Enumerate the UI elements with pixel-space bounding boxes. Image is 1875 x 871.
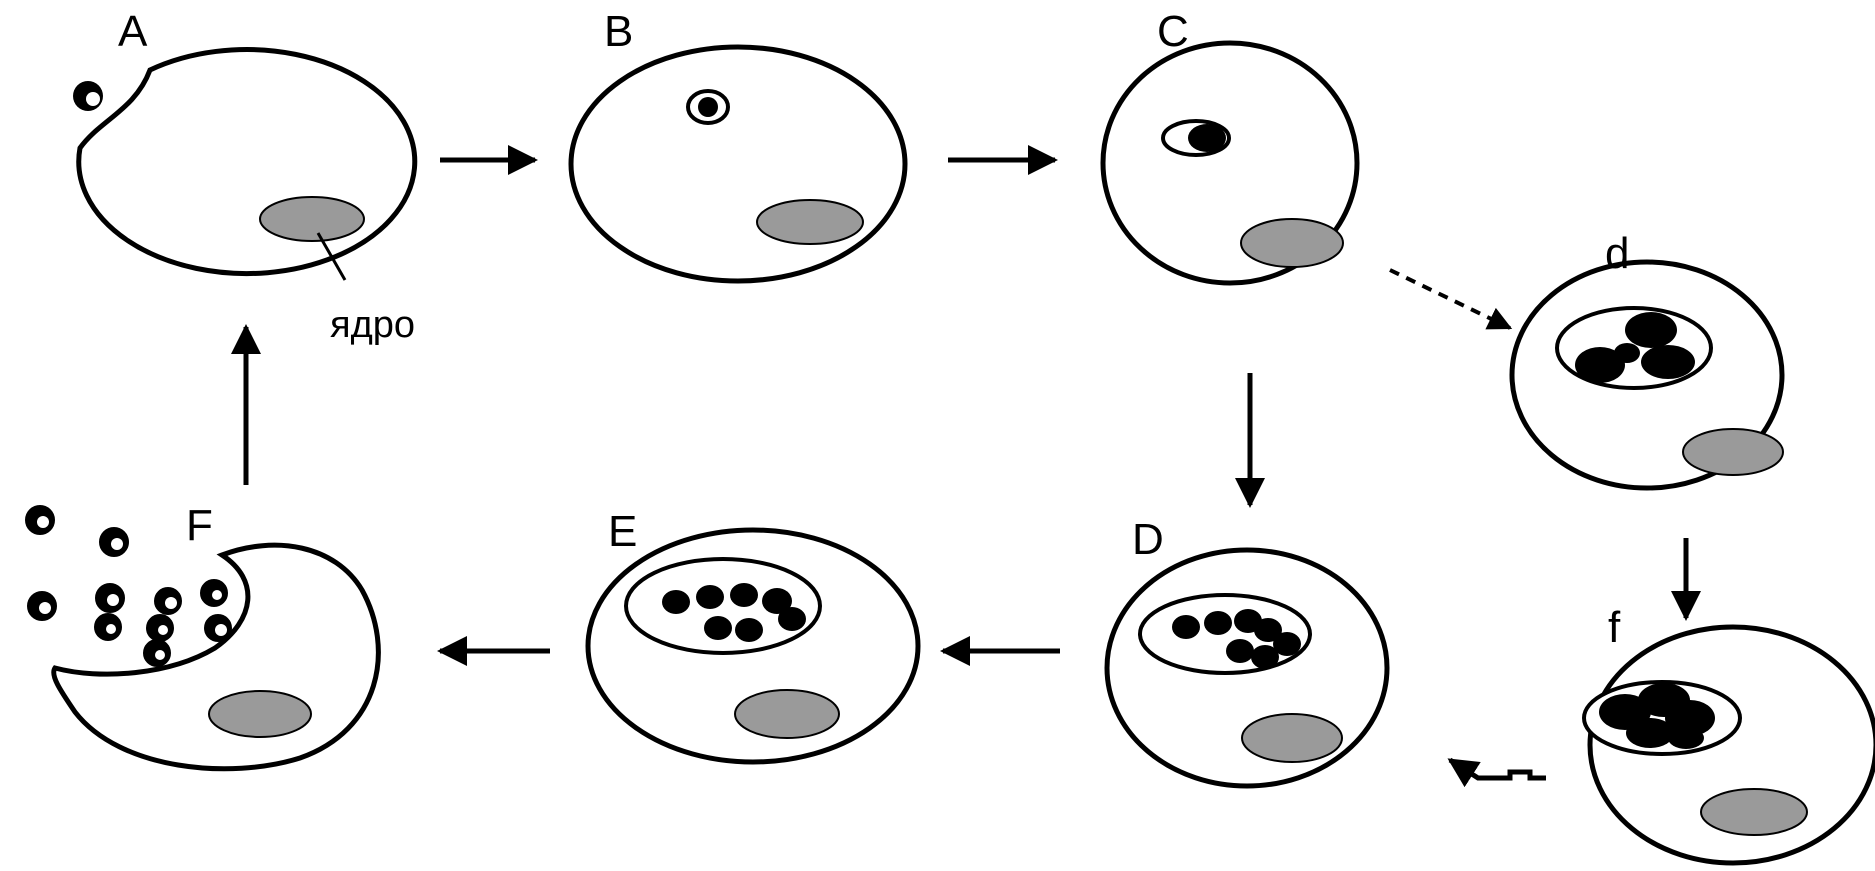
cell-F-ruptured [51,542,381,772]
nucleus-label: ядро [330,304,415,346]
stage-label-c: C [1157,7,1189,56]
stage-label-a: A [118,7,148,56]
stage-E: E [585,507,921,765]
nucleus-b [756,199,864,245]
stage-f-lower: f [1582,603,1875,866]
nucleus-F [208,690,312,738]
stage-a: A ядро [73,7,418,346]
nucleus-pointer [316,232,347,281]
nucleus-a [259,196,365,242]
nucleus-E [734,689,840,739]
parasite-c [1188,124,1226,152]
arrow-f-to-D [1447,757,1546,788]
arrow-c-to-d-dashed [1389,268,1513,330]
vacuole-E [624,557,822,655]
stage-label-b: B [604,7,633,56]
parasite-b [698,97,718,117]
stage-d-lower: d [1509,229,1785,491]
stage-label-f-lower: f [1608,603,1621,652]
stage-c: C [1100,7,1360,286]
stage-b: B [568,7,908,284]
cell-a [76,47,418,277]
nucleus-D [1241,713,1343,763]
stage-F: F [25,501,381,772]
released-parasites [25,505,232,667]
stage-label-F: F [186,501,213,550]
stage-label-D: D [1132,515,1164,564]
cell-b [568,44,908,284]
nucleus-d-lower [1682,428,1784,476]
stage-D: D [1104,515,1390,789]
stage-label-d-lower: d [1605,229,1629,278]
nucleus-f-lower [1700,788,1808,836]
stage-label-E: E [608,507,637,556]
nucleus-c [1240,218,1344,268]
